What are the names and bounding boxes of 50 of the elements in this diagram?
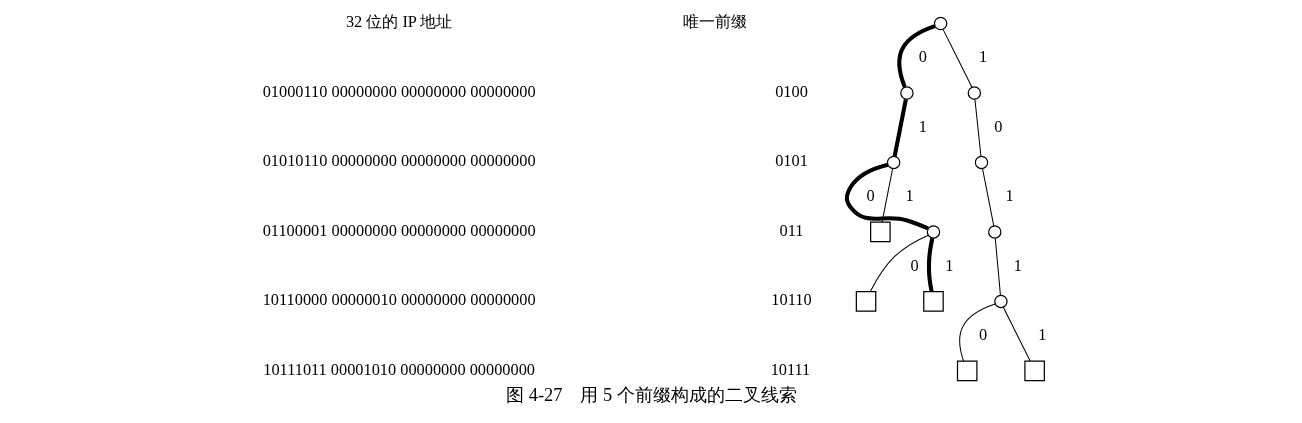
label: 10110000 00000010 00000000 00000000 <box>262 290 536 310</box>
label: 10110 <box>770 290 812 310</box>
node-circle <box>993 294 1008 309</box>
edge-label: 0 <box>866 186 875 206</box>
connector <box>1002 306 1031 362</box>
node-box <box>869 221 891 243</box>
node-circle <box>967 86 981 100</box>
node-circle <box>886 155 900 170</box>
edge-label: 0 <box>910 255 919 275</box>
node-circle <box>899 86 914 100</box>
edge-label: 1 <box>978 47 987 67</box>
connector <box>881 168 893 223</box>
connector <box>844 162 929 231</box>
edge-label: 1 <box>918 116 927 136</box>
connector <box>892 98 908 157</box>
connector <box>981 168 994 227</box>
edge-label: 1 <box>944 255 953 275</box>
node-box <box>956 360 978 382</box>
edge-label: 0 <box>993 116 1002 136</box>
connector <box>926 237 934 292</box>
label: 10111 <box>770 359 810 379</box>
label: 01010110 00000000 00000000 00000000 <box>262 151 536 171</box>
connector <box>973 98 981 157</box>
connector <box>994 237 1001 296</box>
edge-label: 1 <box>1037 325 1046 345</box>
edge-label: 0 <box>978 325 987 345</box>
label: 10111011 00001010 00000000 00000000 <box>262 359 535 379</box>
edge-label: 1 <box>1005 186 1014 206</box>
label: 01100001 00000000 00000000 00000000 <box>262 220 536 240</box>
node-box <box>1023 360 1045 382</box>
label: 01000110 00000000 00000000 00000000 <box>262 81 536 101</box>
label: 0101 <box>774 151 808 171</box>
caption: 图 4-27 用 5 个前缀构成的二叉线索 <box>505 384 797 405</box>
connector <box>869 234 929 292</box>
node-box <box>922 291 944 312</box>
label: 唯一前缀 <box>682 12 747 32</box>
node-circle <box>987 225 1002 239</box>
edge-label: 0 <box>918 47 927 67</box>
node-circle <box>926 225 940 239</box>
edge-label: 1 <box>1013 255 1022 275</box>
connector <box>896 24 936 88</box>
node-box <box>855 291 876 312</box>
connector <box>958 303 996 362</box>
label: 0100 <box>774 81 808 101</box>
label: 011 <box>779 220 803 240</box>
edge-label: 1 <box>904 186 914 206</box>
node-circle <box>933 16 947 31</box>
connector <box>942 28 972 88</box>
node-circle <box>974 155 988 170</box>
label: 32 位的 IP 地址 <box>345 12 452 32</box>
